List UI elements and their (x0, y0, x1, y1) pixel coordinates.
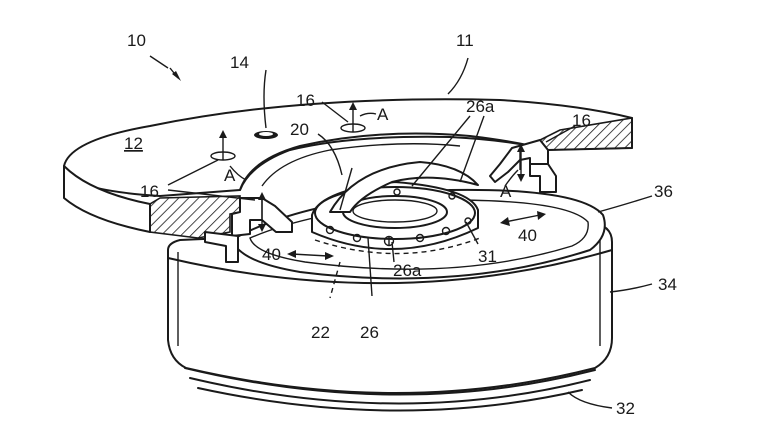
label-22: 22 (311, 323, 330, 342)
label-16-top: 16 (296, 91, 315, 110)
label-40-right: 40 (518, 226, 537, 245)
arrow-40-left (287, 250, 334, 260)
label-11: 11 (456, 31, 474, 50)
label-20: 20 (290, 120, 309, 139)
label-10: 10 (127, 31, 146, 50)
leader-lines (149, 55, 653, 409)
label-34: 34 (658, 275, 677, 294)
hidden-line-22 (314, 237, 481, 255)
label-36: 36 (654, 182, 673, 201)
label-26a-bottom: 26a (393, 261, 422, 280)
label-40-left: 40 (262, 245, 281, 264)
label-A-top: A (377, 105, 389, 124)
label-26: 26 (360, 323, 379, 342)
hole-14 (254, 131, 278, 139)
reference-labels: 10 11 12 14 16 A 26a 16 20 16 A A 36 40 … (124, 31, 677, 418)
arrow-A-left-section (258, 192, 266, 232)
inner-cup-26 (311, 181, 479, 250)
pin-16-top (340, 102, 366, 133)
label-26a-top: 26a (466, 97, 495, 116)
label-16-left: 16 (140, 182, 159, 201)
label-A-right: A (500, 182, 512, 201)
label-32: 32 (616, 399, 635, 418)
arrow-A-right-section (517, 144, 525, 182)
label-31: 31 (478, 247, 497, 266)
label-16-right: 16 (572, 111, 591, 130)
label-12: 12 (124, 134, 143, 153)
label-14: 14 (230, 53, 249, 72)
cup-holes-26a (325, 188, 472, 247)
cut-section-right (489, 117, 633, 193)
label-A-left: A (224, 166, 236, 185)
dome-strap-20 (329, 161, 479, 213)
arrow-40-right (500, 211, 546, 226)
pin-16-left (210, 130, 236, 161)
